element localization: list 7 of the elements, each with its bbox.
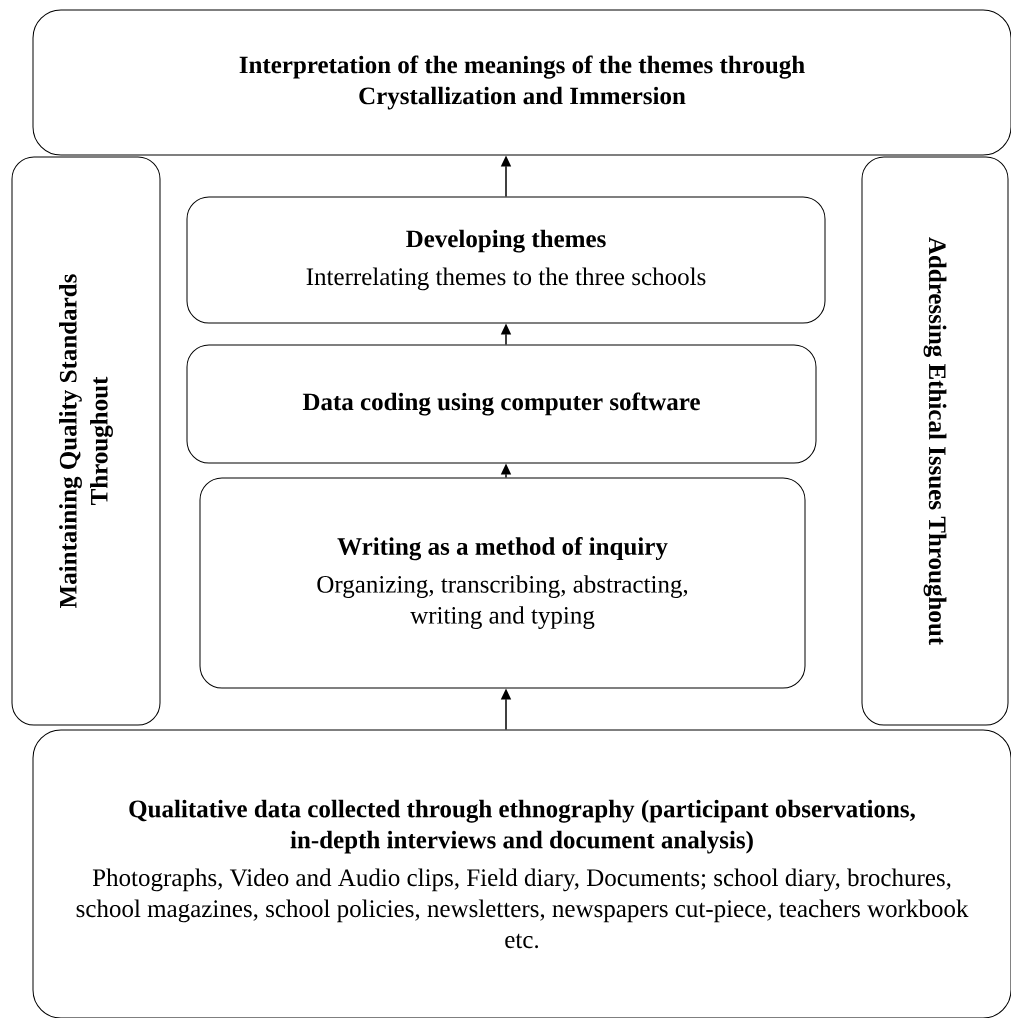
process-box: Qualitative data collected through ethnography (participant observations, in-depth interviews and document analysis) Photographs, Video and Audio clips, Field diary, Documents; school diary, brochures, school magazines, school policies, newsletters, newspapers cut-piece, teachers workbook etc. xyxy=(32,729,1011,1018)
side-band: Addressing Ethical Issues Throughout xyxy=(861,156,1009,726)
process-box: Interpretation of the meanings of the themes through Crystallization and Immersion xyxy=(32,9,1011,156)
process-box: Writing as a method of inquiry Organizing, transcribing, abstracting, writing and typing xyxy=(199,477,806,689)
process-box: Developing themes Interrelating themes to the three schools xyxy=(186,196,826,324)
process-box: Data coding using computer software xyxy=(186,344,817,464)
side-band: Maintaining Quality Standards Throughout xyxy=(11,156,161,726)
